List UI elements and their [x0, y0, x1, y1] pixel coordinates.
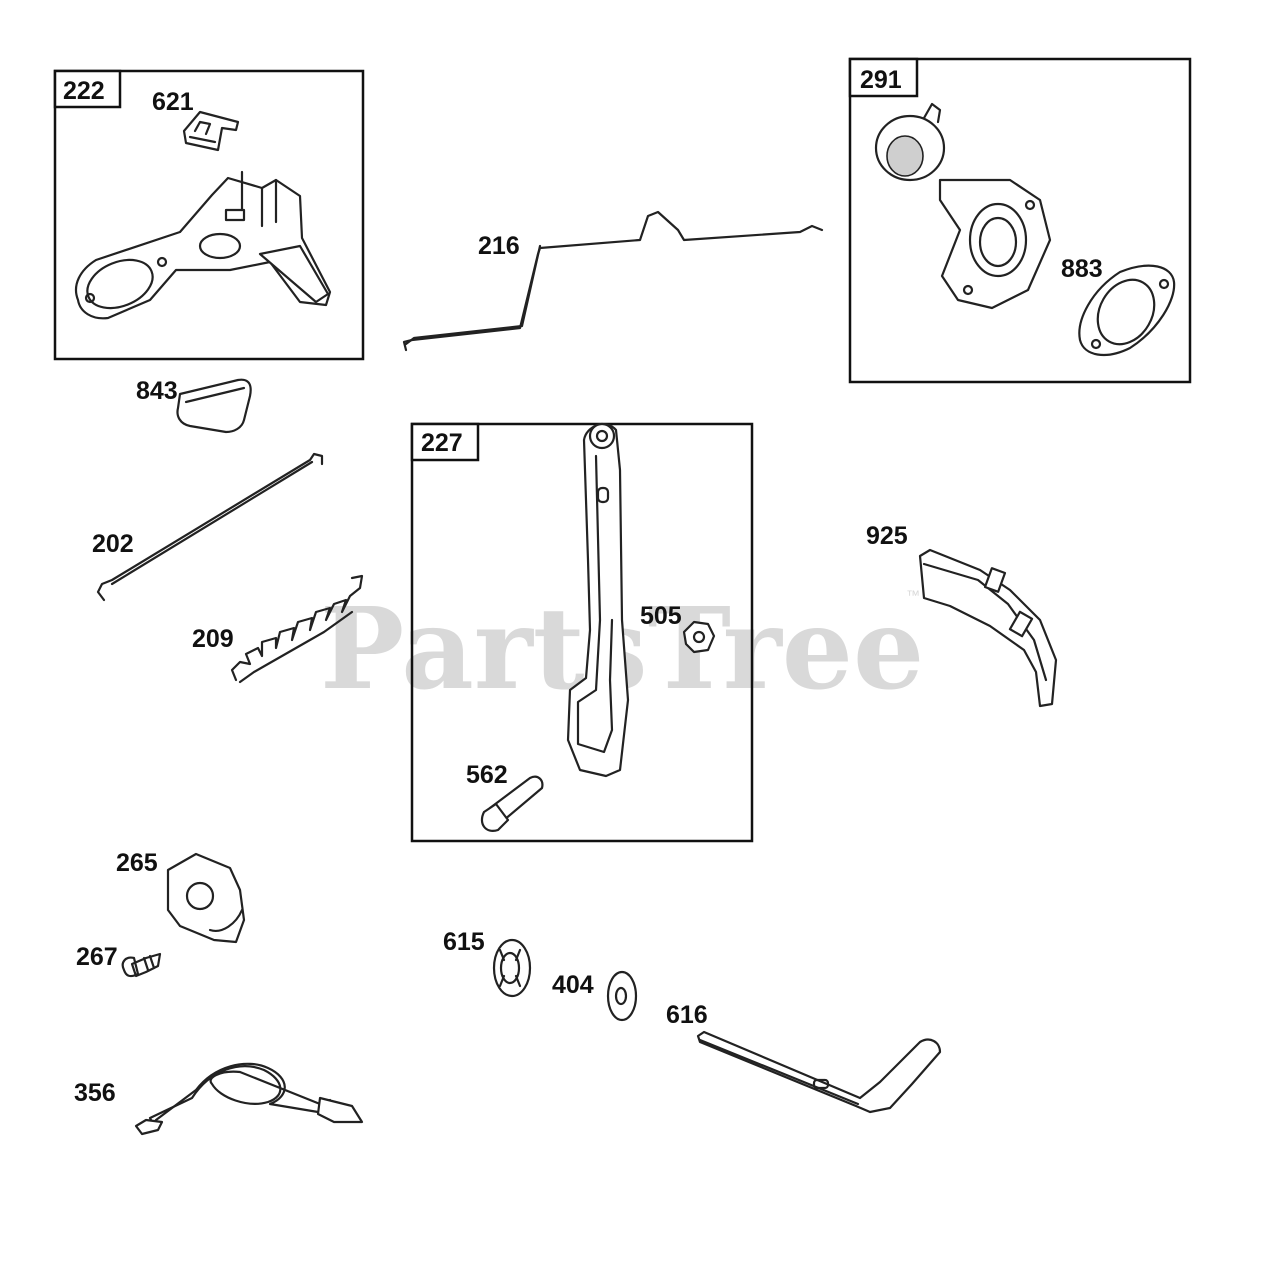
part-216-label: 216: [478, 232, 520, 260]
part-291-choke-assembly[interactable]: [874, 102, 1052, 310]
assembly-222-label: 222: [63, 77, 105, 105]
part-267-screw[interactable]: [121, 952, 162, 978]
assembly-227-label: 227: [421, 429, 463, 457]
watermark-trademark: ™: [906, 587, 920, 603]
assembly-291-label: 291: [860, 66, 902, 94]
part-209-label: 209: [192, 625, 234, 653]
part-267-label: 267: [76, 943, 118, 971]
part-925-guard[interactable]: [918, 548, 1058, 708]
part-404-washer[interactable]: [606, 970, 638, 1022]
part-265-label: 265: [116, 849, 158, 877]
part-616-lever[interactable]: [696, 1030, 942, 1114]
part-227-lever[interactable]: [566, 422, 630, 778]
part-562-label: 562: [466, 761, 508, 789]
part-843-sleeve[interactable]: [176, 378, 252, 434]
part-615-label: 615: [443, 928, 485, 956]
part-843-label: 843: [136, 377, 178, 405]
part-222-bracket[interactable]: [74, 170, 332, 320]
part-505-nut[interactable]: [682, 620, 716, 654]
part-404-label: 404: [552, 971, 594, 999]
part-209-spring[interactable]: [230, 574, 364, 684]
part-883-gasket[interactable]: [1078, 264, 1176, 356]
assembly-291-box: 291: [848, 57, 1192, 384]
part-356-harness[interactable]: [134, 1062, 364, 1136]
part-925-label: 925: [866, 522, 908, 550]
assembly-222-box: 222: [53, 69, 365, 361]
part-621-clip[interactable]: [182, 110, 240, 152]
part-202-rod[interactable]: [96, 452, 324, 602]
part-265-clamp[interactable]: [166, 852, 246, 944]
part-616-label: 616: [666, 1001, 708, 1029]
part-615-grommet[interactable]: [492, 938, 532, 998]
part-202-label: 202: [92, 530, 134, 558]
part-505-label: 505: [640, 602, 682, 630]
part-562-bolt[interactable]: [480, 775, 544, 832]
part-356-label: 356: [74, 1079, 116, 1107]
part-883-label: 883: [1061, 255, 1103, 283]
part-621-label: 621: [152, 88, 194, 116]
assembly-227-box: 227: [410, 422, 754, 843]
part-216-rod[interactable]: [402, 210, 824, 352]
